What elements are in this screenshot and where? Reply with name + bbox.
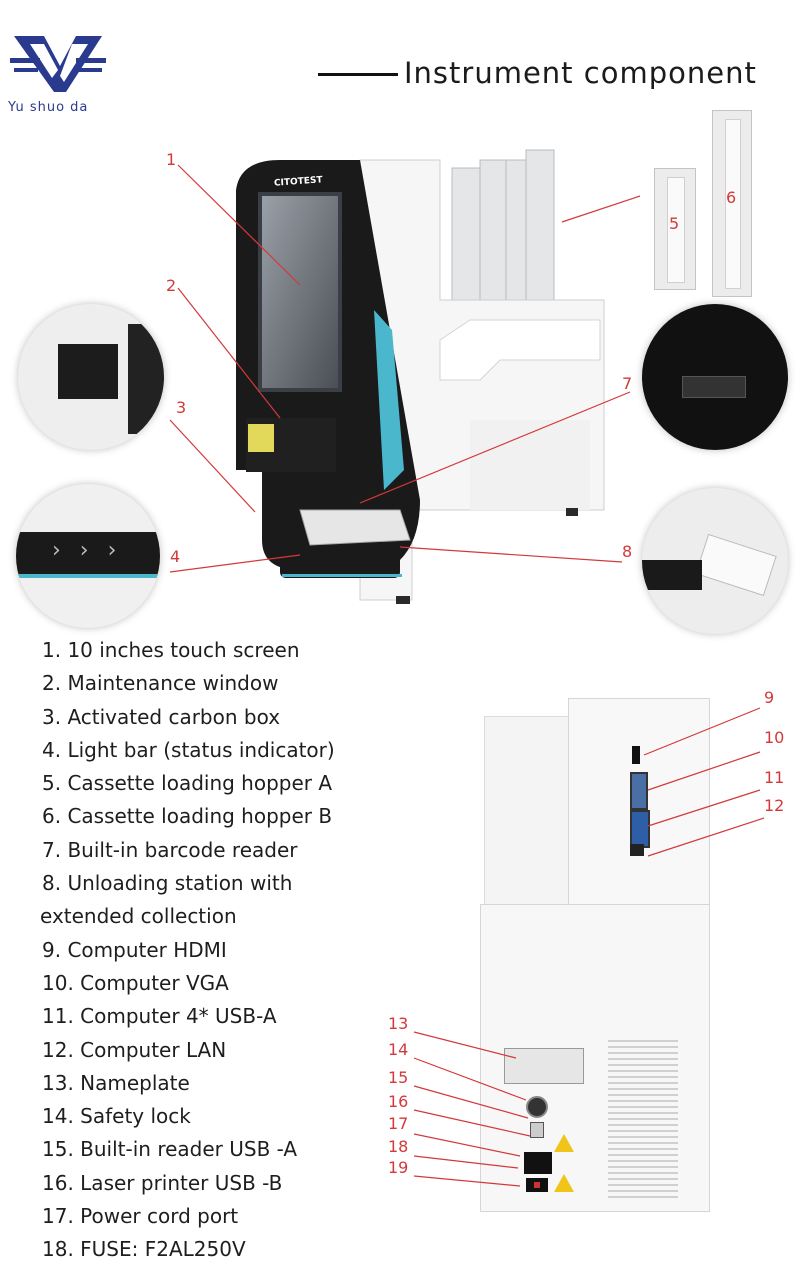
instrument-illustration — [236, 149, 605, 604]
callout-3: 3 — [176, 398, 187, 417]
list-item: 8. Unloading station with — [42, 871, 293, 896]
hopper-b-slot — [725, 119, 741, 289]
list-item: 7. Built-in barcode reader — [42, 837, 298, 862]
callout-17: 17 — [388, 1114, 409, 1133]
power-port — [524, 1152, 552, 1174]
detail-carbon-box — [18, 304, 164, 450]
detail-unloading-station — [642, 488, 788, 634]
brand-logo — [10, 32, 106, 98]
safety-lock-icon — [526, 1096, 548, 1118]
callout-18: 18 — [388, 1137, 409, 1156]
hopper-a-image — [654, 168, 696, 290]
callout-8: 8 — [622, 542, 633, 561]
list-item: 10. Computer VGA — [42, 970, 229, 995]
list-item: 4. Light bar (status indicator) — [42, 737, 335, 762]
light-bar-cyan — [16, 574, 160, 578]
callout-lines-rear — [413, 707, 765, 1187]
callout-19: 19 — [388, 1158, 409, 1177]
list-item: 1. 10 inches touch screen — [42, 638, 300, 662]
usb-b-port — [530, 1122, 544, 1138]
detail-light-bar: › › › — [16, 484, 160, 628]
warning-icon-1 — [554, 1134, 574, 1152]
list-item: 11. Computer 4* USB-A — [42, 1004, 277, 1029]
list-item: 2. Maintenance window — [42, 671, 279, 696]
list-item: 13. Nameplate — [42, 1070, 190, 1095]
vga-port — [630, 772, 648, 810]
list-item: 18. FUSE: F2AL250V — [42, 1237, 246, 1262]
callout-11: 11 — [764, 768, 785, 787]
callout-13: 13 — [388, 1014, 409, 1033]
callout-14: 14 — [388, 1040, 409, 1059]
nameplate — [504, 1048, 584, 1084]
list-item: 9. Computer HDMI — [42, 937, 227, 962]
list-item: 5. Cassette loading hopper A — [42, 771, 333, 796]
callout-1: 1 — [166, 150, 177, 169]
callout-15: 15 — [388, 1068, 409, 1087]
brand-name: Yu shuo da — [8, 100, 89, 115]
title-rule — [318, 73, 398, 76]
list-item: 15. Built-in reader USB -A — [42, 1137, 298, 1162]
unloading-base — [642, 560, 702, 590]
hdmi-port — [632, 746, 640, 764]
rear-view — [480, 698, 716, 1218]
power-switch — [526, 1178, 548, 1192]
list-item: 6. Cassette loading hopper B — [42, 804, 333, 829]
callout-16: 16 — [388, 1092, 409, 1111]
hopper-b-image — [712, 110, 752, 297]
hopper-a-slot — [667, 177, 685, 283]
lan-port — [630, 844, 644, 856]
list-item: extended collection — [40, 904, 237, 929]
component-list: 1. 10 inches touch screen 2. Maintenance… — [40, 634, 335, 1267]
callout-7: 7 — [622, 374, 633, 393]
list-item: 14. Safety lock — [42, 1104, 191, 1129]
callout-6: 6 — [726, 188, 737, 207]
list-item: 16. Laser printer USB -B — [42, 1170, 283, 1195]
callout-4: 4 — [170, 547, 181, 566]
callout-10: 10 — [764, 728, 785, 747]
warning-icon-2 — [554, 1174, 574, 1192]
side-vent — [470, 420, 590, 510]
page-title: Instrument component — [404, 56, 757, 90]
callout-9: 9 — [764, 688, 775, 707]
chevron-icons: › › › — [52, 538, 123, 563]
list-item: 3. Activated carbon box — [42, 704, 281, 729]
callout-5: 5 — [669, 214, 680, 233]
rear-vent — [608, 1038, 678, 1198]
list-item: 17. Power cord port — [42, 1204, 239, 1229]
list-item: 12. Computer LAN — [42, 1037, 227, 1062]
callout-2: 2 — [166, 276, 177, 295]
callout-lines-top — [169, 164, 641, 573]
callout-12: 12 — [764, 796, 785, 815]
carbon-box-panel — [58, 344, 118, 399]
barcode-reader-window — [682, 376, 746, 398]
detail-barcode-reader — [642, 304, 788, 450]
switch-indicator — [534, 1182, 540, 1188]
carbon-box-side — [128, 324, 164, 434]
light-bar-strip — [16, 532, 160, 576]
